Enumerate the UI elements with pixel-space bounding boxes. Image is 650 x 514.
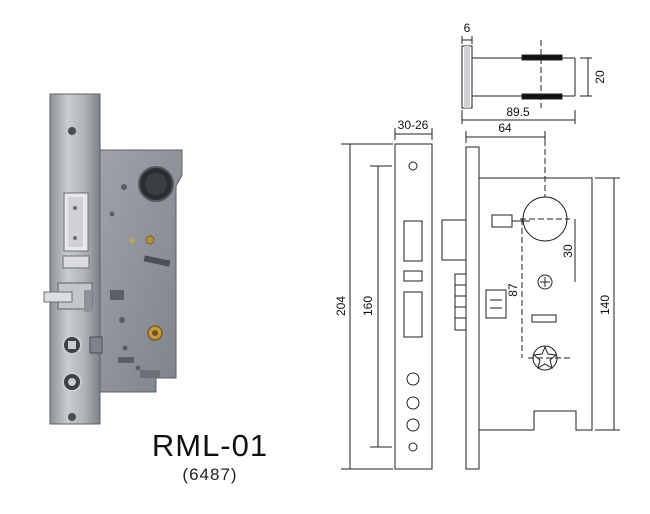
side-faceplate (465, 146, 480, 470)
model-code: (6487) (182, 465, 238, 484)
stop-button (89, 336, 103, 354)
case-box (485, 289, 507, 319)
dim-body-height: 140 (598, 295, 612, 315)
aux-opening (403, 270, 423, 282)
faceplate-hole-bottom (408, 442, 418, 452)
rivet (109, 211, 115, 217)
dim-depth-total: 89.5 (506, 105, 530, 119)
side-view (441, 131, 620, 470)
rivet (121, 184, 127, 190)
latch-tongue (441, 219, 467, 261)
faceplate-outline (394, 143, 433, 470)
bolt-opening (403, 291, 423, 338)
dim-width-top: 20 (593, 70, 607, 84)
case-slot (143, 255, 171, 267)
cylinder-hole (406, 418, 420, 432)
faceplate-screw-top (68, 127, 76, 135)
dead-bolt-tongue (43, 291, 73, 303)
cam-circle (537, 274, 553, 290)
top-view (461, 36, 592, 124)
faceplate-screw-bottom (68, 413, 76, 421)
dim-faceplate-height: 204 (334, 296, 348, 316)
dim-hub-offset: 30 (561, 244, 575, 258)
rivet (122, 345, 128, 351)
cylinder-hole (406, 372, 420, 386)
dim-backset: 64 (498, 121, 512, 135)
faceplate-hole-top (408, 161, 418, 171)
brass-screw (145, 235, 155, 245)
rivet (119, 317, 125, 323)
dim-faceplate-thickness: 30-26 (398, 118, 429, 132)
case-slot (110, 290, 124, 300)
dim-screw-spacing: 160 (361, 296, 375, 316)
hub-lever (491, 214, 513, 228)
rivet (135, 365, 141, 371)
spindle-bar-bottom (521, 93, 563, 100)
dim-lever-offset: 87 (506, 283, 520, 297)
auxiliary-latch (62, 255, 90, 269)
case-slot (118, 357, 134, 363)
brass-screw (129, 238, 135, 244)
latch-opening (403, 220, 423, 262)
case-notch (140, 370, 160, 378)
side-case-outline (478, 177, 593, 431)
lock-photo (43, 93, 183, 425)
cylinder-hole (406, 396, 420, 410)
dim-thickness: 6 (464, 21, 471, 35)
faceplate-view (341, 128, 433, 470)
case-slot-drawing (531, 314, 557, 323)
spindle-bar-top (521, 54, 563, 61)
model-name: RML-01 (151, 428, 269, 463)
